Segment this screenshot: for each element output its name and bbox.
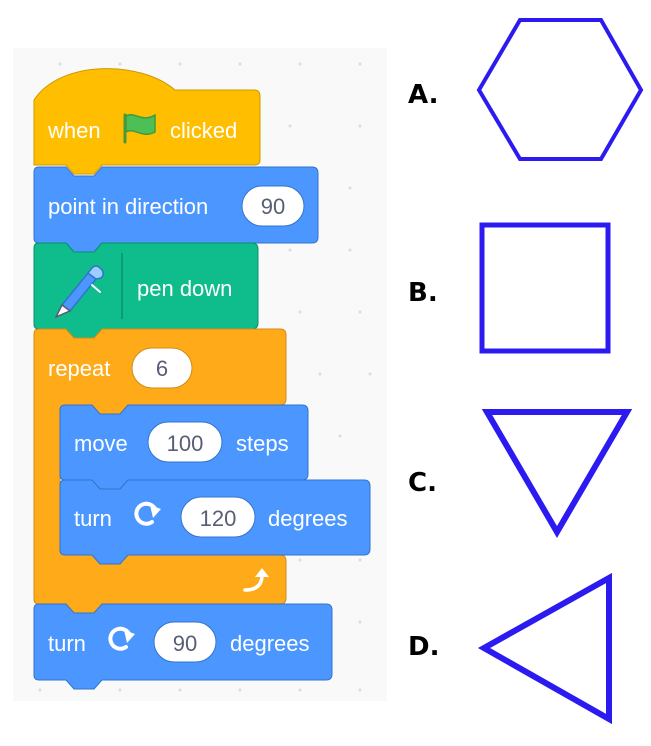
triangle-down-shape: [481, 409, 633, 538]
option-d-label: D.: [408, 632, 439, 662]
move-steps-input[interactable]: [147, 421, 223, 463]
option-c-label: C.: [408, 468, 437, 498]
script-area-dots: [38, 62, 372, 692]
square-shape: [479, 222, 611, 354]
direction-input-value: 90: [261, 194, 285, 219]
when-flag-clicked-block[interactable]: when clicked: [33, 68, 261, 175]
move-prefix-label: move: [74, 431, 128, 456]
turn-outer-suffix-label: degrees: [230, 631, 310, 656]
option-b[interactable]: B.: [408, 222, 611, 354]
turn-outer-degrees-value: 90: [173, 631, 197, 656]
turn-inner-suffix-label: degrees: [268, 506, 348, 531]
move-steps-value: 100: [167, 431, 204, 456]
turn-inner-degrees-input[interactable]: [180, 496, 256, 538]
repeat-block[interactable]: repeat 6: [33, 328, 287, 614]
option-a[interactable]: A.: [408, 18, 644, 161]
hat-prefix-label: when: [47, 118, 101, 143]
pen-down-block[interactable]: pen down: [33, 242, 259, 339]
turn-90-block[interactable]: turn 90 degrees: [33, 603, 333, 690]
option-a-label: A.: [408, 80, 438, 110]
move-steps-block[interactable]: move 100 steps: [59, 404, 309, 490]
option-c[interactable]: C.: [408, 409, 633, 538]
option-d[interactable]: D.: [408, 572, 612, 725]
repeat-label: repeat: [48, 356, 110, 381]
direction-input[interactable]: [241, 185, 305, 227]
loop-arrow-icon: [243, 568, 269, 592]
move-suffix-label: steps: [236, 431, 289, 456]
turn-inner-prefix-label: turn: [74, 506, 112, 531]
repeat-count-input[interactable]: [131, 347, 193, 389]
green-flag-icon: [123, 113, 156, 144]
turn-outer-prefix-label: turn: [48, 631, 86, 656]
rotate-right-icon: [134, 501, 161, 526]
pen-icon: [54, 265, 105, 319]
turn-outer-degrees-input[interactable]: [153, 621, 217, 663]
hexagon-shape: [476, 18, 644, 161]
point-in-direction-block[interactable]: point in direction 90: [33, 166, 319, 253]
turn-inner-degrees-value: 120: [200, 506, 237, 531]
point-direction-label: point in direction: [48, 194, 208, 219]
option-b-label: B.: [408, 278, 438, 308]
hat-suffix-label: clicked: [170, 118, 237, 143]
triangle-left-shape: [477, 572, 612, 725]
repeat-count-value: 6: [156, 356, 168, 381]
pen-down-label: pen down: [137, 276, 232, 301]
rotate-right-icon: [108, 626, 135, 651]
turn-120-block[interactable]: turn 120 degrees: [59, 479, 371, 565]
